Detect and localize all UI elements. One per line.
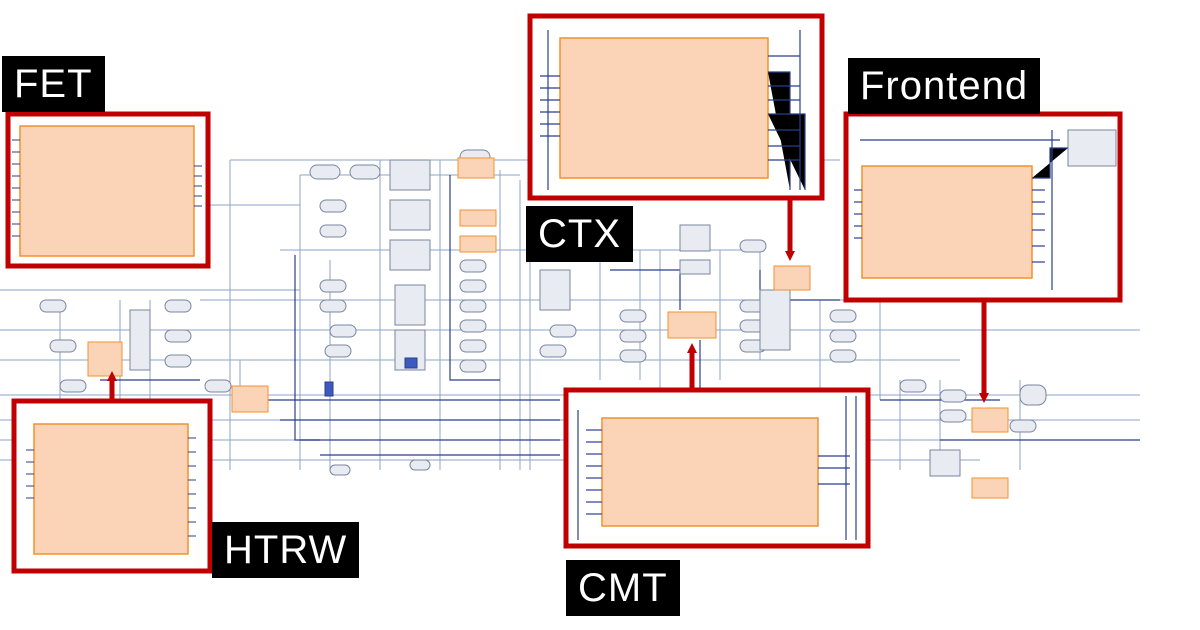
cmt-label: CMT <box>566 560 680 616</box>
small-blocks <box>87 157 1009 499</box>
frontend-callout <box>843 111 1123 303</box>
fet-label: FET <box>2 56 105 112</box>
callout-arrows <box>107 198 989 403</box>
htrw-callout <box>11 398 213 574</box>
ctx-label: CTX <box>526 206 633 262</box>
fet-callout <box>5 111 211 269</box>
cmt-callout <box>563 387 871 549</box>
background-wires-dark <box>100 175 1140 456</box>
logic-gates <box>39 149 1047 477</box>
ctx-callout <box>527 13 825 201</box>
htrw-label: HTRW <box>212 522 360 578</box>
frontend-label: Frontend <box>848 58 1041 114</box>
